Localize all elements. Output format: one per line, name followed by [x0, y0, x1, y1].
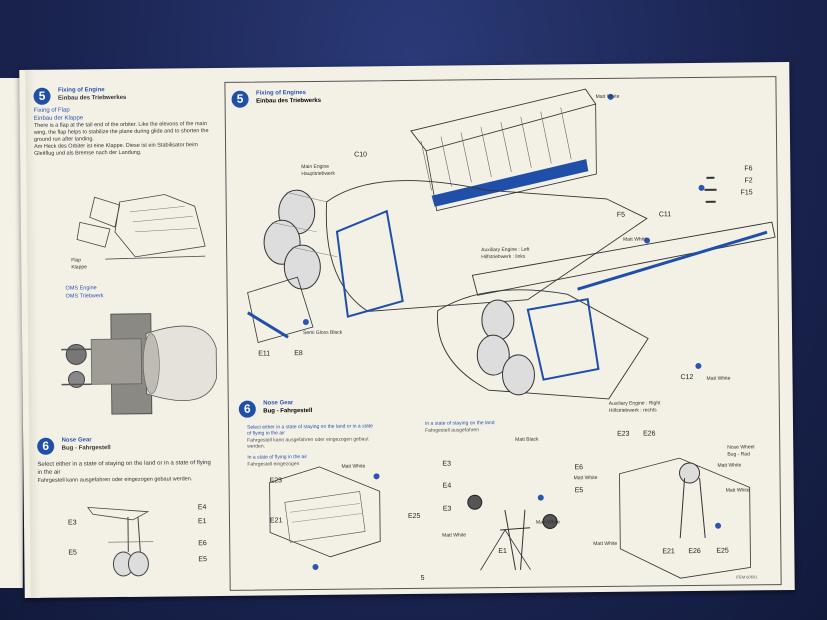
aux-left-label: Auxiliary Engine : Left [481, 246, 530, 254]
step6-main-header: 6 Nose Gear Bug - Fahrgestell [238, 400, 313, 419]
part-f2: F2 [744, 177, 753, 185]
part-e21-flying: E21 [269, 517, 283, 525]
main-engine-label: Main Engine [301, 163, 330, 171]
matt-white-land: Matt White [573, 475, 598, 482]
step5-title-de: Einbau des Triebwerkes [57, 94, 127, 102]
left-part-e5: E5 [68, 549, 77, 557]
part-f5: F5 [616, 211, 626, 219]
part-e23-flying: E23 [269, 477, 283, 485]
part-e8: E8 [294, 350, 303, 358]
flap-text-en: There is a flap at the tail end of the o… [33, 121, 209, 143]
main-engine-label-de: Haupttriebwerk [301, 170, 336, 178]
left-step6-title-de: Bug - Fahrgestell [61, 444, 111, 452]
part-e4-land: E4 [442, 482, 452, 490]
left-step6-header: 6 Nose Gear Bug - Fahrgestell [37, 437, 111, 456]
part-c12: C12 [680, 374, 694, 382]
nose-wheel-label-de: Bug - Rad [727, 451, 750, 458]
part-e6-land: E6 [574, 464, 584, 472]
flap-label: Flap [71, 257, 82, 264]
part-e23-land: E23 [617, 430, 630, 438]
part-e1-land: E1 [498, 547, 507, 556]
part-e25-land: E25 [716, 547, 729, 555]
part-e26-land: E26 [643, 430, 656, 438]
left-part-e3: E3 [67, 519, 77, 527]
step5-header: 5 Fixing of Engine Einbau des Triebwerke… [33, 86, 213, 106]
left-part-e4: E4 [197, 504, 207, 512]
part-c11: C11 [658, 211, 672, 219]
matt-white-right-3: Matt White [593, 540, 618, 548]
item-code: ITEM 60601 [735, 574, 758, 580]
matt-white-label-mid: Matt White [623, 236, 648, 243]
aux-right-label-de: Hilfstriebwerk : rechts [608, 407, 657, 414]
oms-label-de: OMS Triebwerk [65, 293, 104, 300]
left-step6-text-en: Select either in a state of staying on t… [37, 460, 211, 476]
left-part-e6: E6 [198, 540, 207, 548]
part-c10: C10 [354, 151, 368, 159]
matt-white-label-c12: Matt White [706, 375, 731, 382]
left-step6-number: 6 [37, 437, 55, 455]
main-engine-assembly [247, 88, 776, 400]
part-f6: F6 [744, 165, 753, 173]
instruction-page: 5 Fixing of Engine Einbau des Triebwerke… [19, 61, 795, 599]
flap-label-de: Klappe [71, 264, 87, 271]
matt-white-land-2: Matt White [535, 519, 560, 526]
oms-engine-illustration [61, 313, 217, 415]
part-e5-land: E5 [574, 487, 584, 495]
flap-text-de: Am Heck des Orbiter ist eine Klappe. Die… [34, 142, 198, 157]
matt-white-land-3: Matt White [442, 532, 467, 539]
matt-black-label: Matt Black [515, 436, 539, 443]
matt-white-label-top: Matt White [595, 93, 620, 101]
step5-number: 5 [33, 87, 51, 105]
part-e11: E11 [258, 350, 271, 358]
part-e3-land: E3 [442, 460, 452, 468]
flap-illustration [76, 194, 206, 260]
left-step6-text-de: Fahrgestell kann ausgefahren oder eingez… [37, 476, 193, 484]
matt-white-right-2: Matt White [725, 487, 750, 494]
page-number: 5 [420, 574, 425, 582]
left-part-e1: E1 [197, 518, 207, 526]
part-f15: F15 [740, 189, 753, 197]
step6-main-title-de: Bug - Fahrgestell [263, 407, 313, 415]
matt-white-flying: Matt White [341, 463, 366, 470]
matt-white-right: Matt White [717, 462, 742, 469]
nose-gear-illustration [87, 506, 154, 577]
part-e26-land-lower: E26 [688, 547, 701, 556]
part-e3-land-lower: E3 [442, 505, 452, 513]
aux-left-label-de: Hilfstriebwerk : links [481, 253, 526, 261]
left-part-e5-lower: E5 [198, 556, 207, 564]
oms-label-en: OMS Engine [65, 285, 97, 292]
nose-wheel-label: Nose Wheel [727, 444, 755, 451]
assembly-frame: 5 Fixing of Engines Einbau des Triebwerk… [224, 76, 782, 591]
step6-main-number: 6 [238, 400, 256, 418]
aux-right-label: Auxiliary Engine : Right [608, 400, 661, 407]
nose-gear-assembly [269, 457, 751, 579]
semi-gloss-black-label: Semi Gloss Black [302, 329, 343, 337]
part-e21-land: E21 [662, 548, 675, 556]
left-column: 5 Fixing of Engine Einbau des Triebwerke… [33, 86, 218, 588]
part-e25-flying: E25 [407, 512, 421, 521]
